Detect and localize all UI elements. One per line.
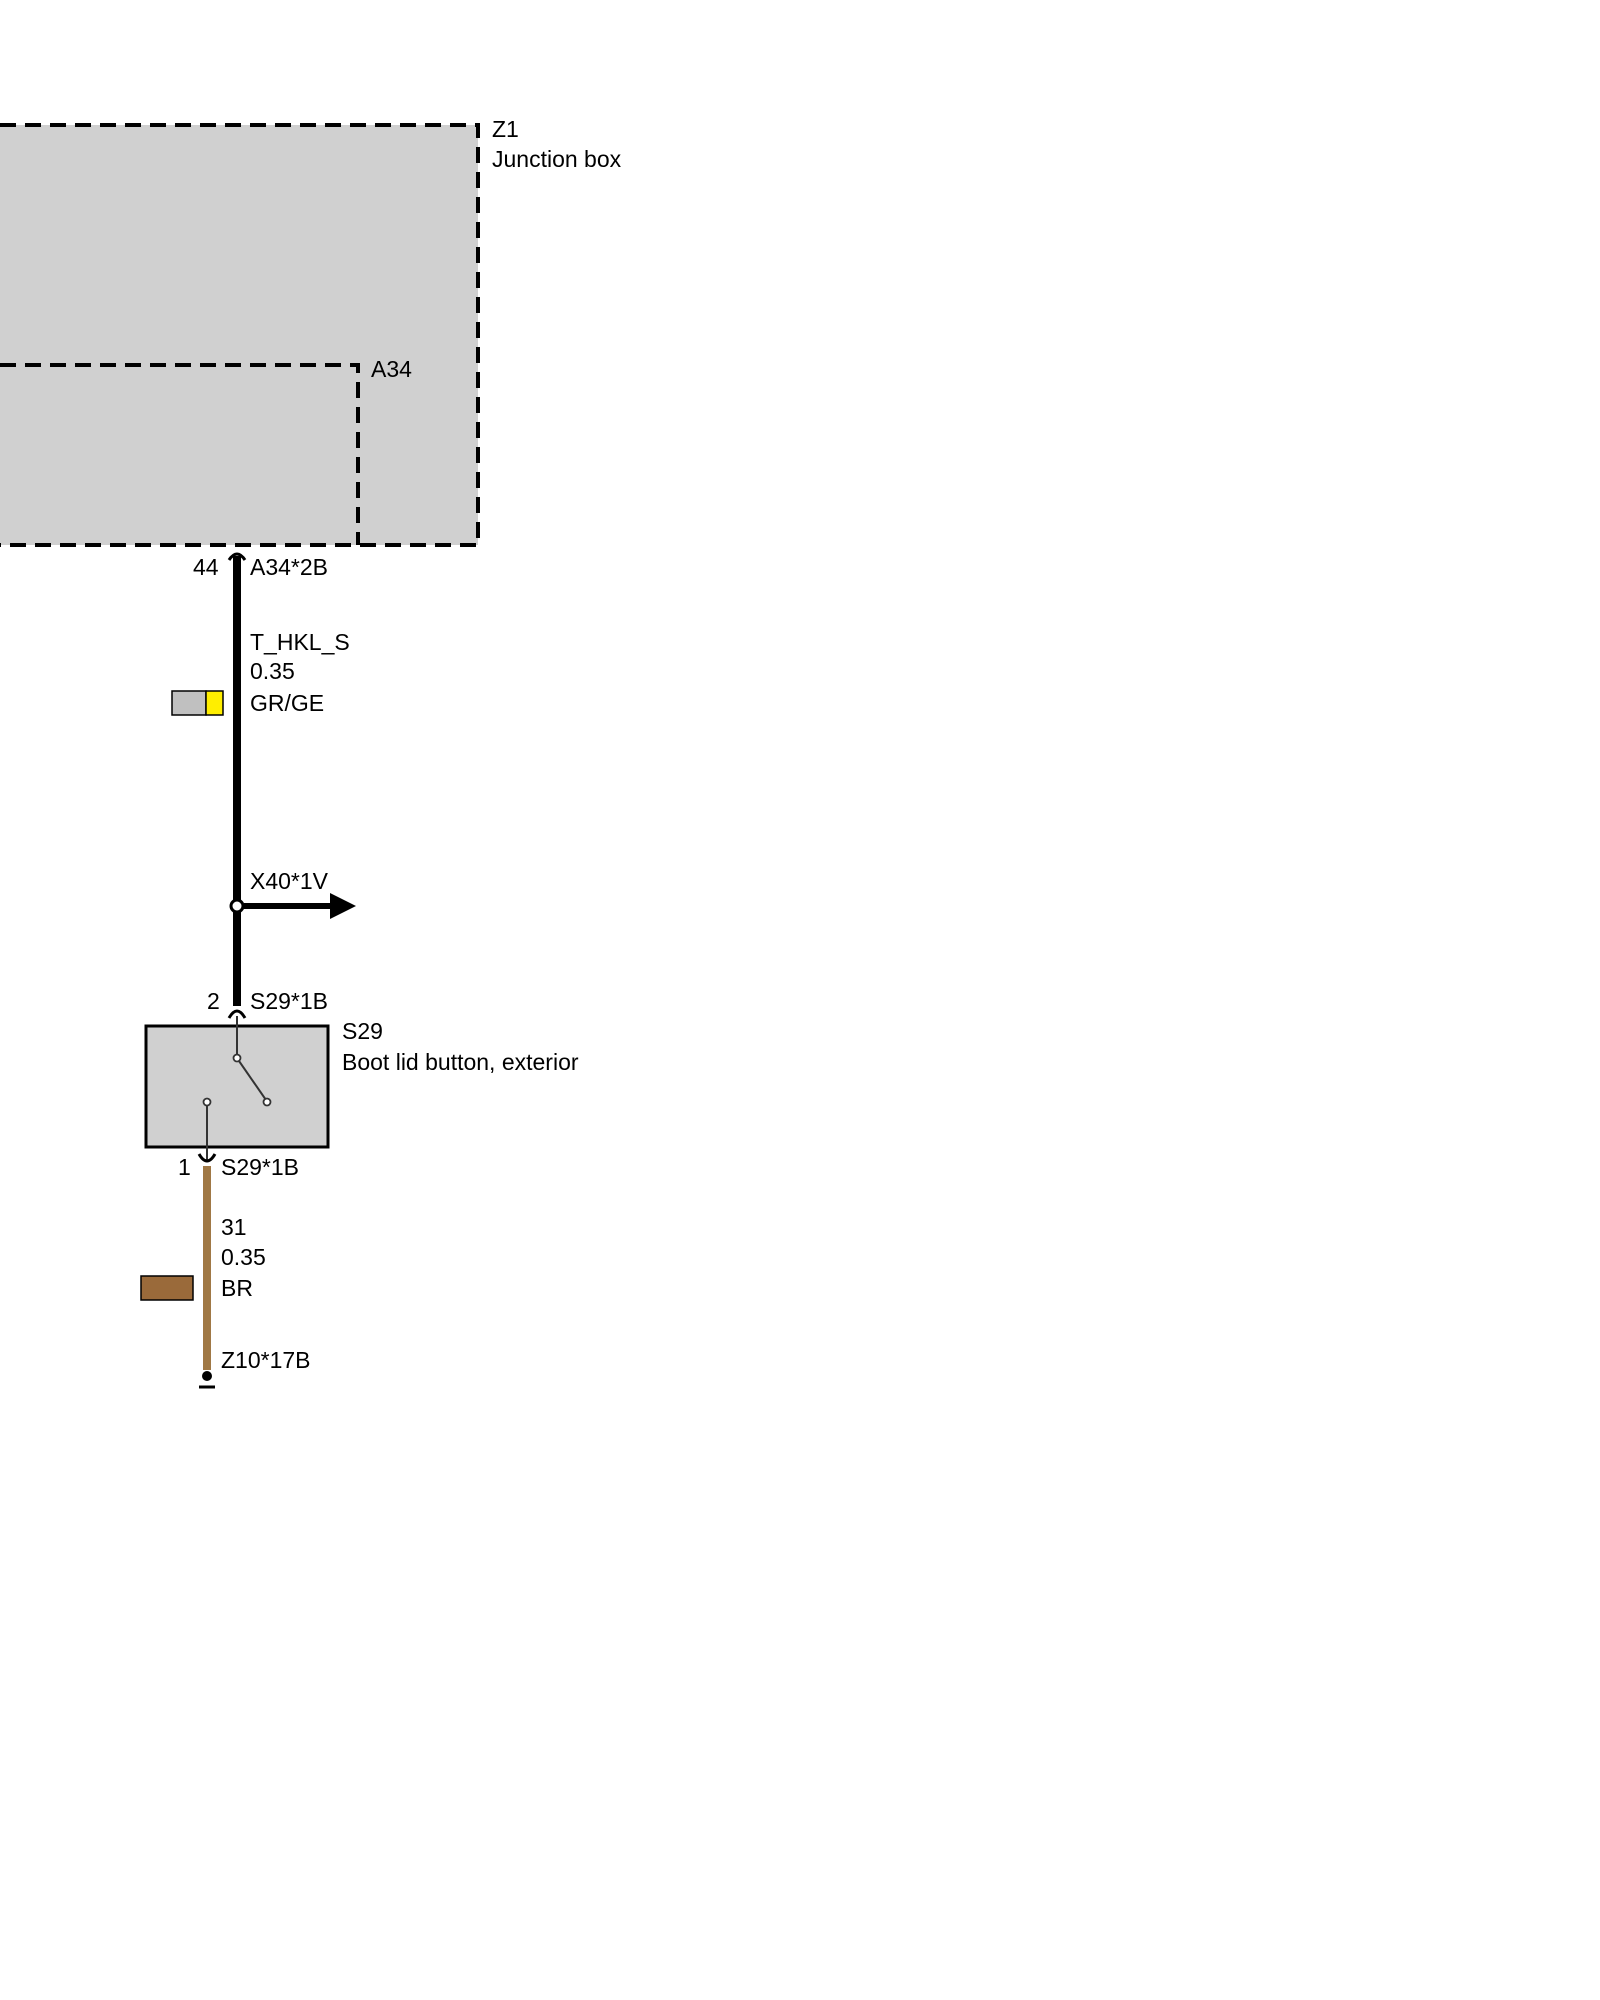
module-a34-id: A34 bbox=[371, 356, 412, 382]
branch-label: X40*1V bbox=[250, 868, 329, 894]
switch-contact-upper bbox=[232, 1053, 242, 1063]
wire-upper-cross-section: 0.35 bbox=[250, 658, 295, 684]
connector-a34-label: A34*2B bbox=[250, 554, 328, 580]
junction-box-z1 bbox=[0, 123, 480, 547]
connector-a34-pin: 44 bbox=[193, 554, 219, 580]
connector-s29-top-label: S29*1B bbox=[250, 988, 328, 1014]
connector-s29-bottom-symbol bbox=[197, 1153, 217, 1163]
wire-upper-signal: T_HKL_S bbox=[250, 629, 350, 655]
junction-box-name: Junction box bbox=[492, 146, 622, 172]
wire-lower-swatch-brown bbox=[140, 1275, 194, 1301]
connector-a34-symbol bbox=[227, 552, 247, 561]
branch-node bbox=[229, 898, 245, 914]
switch-lever bbox=[238, 1060, 267, 1101]
branch-arrow-head bbox=[330, 893, 356, 919]
module-a34 bbox=[0, 363, 360, 545]
wire-upper-swatch-grey bbox=[171, 690, 207, 716]
connector-s29-top-pin: 2 bbox=[207, 988, 220, 1014]
connector-s29-bottom-pin: 1 bbox=[178, 1154, 191, 1180]
switch-contact-lower bbox=[202, 1097, 212, 1107]
switch-s29-id: S29 bbox=[342, 1018, 383, 1044]
wire-upper-swatch-yellow bbox=[205, 690, 224, 716]
connector-s29-bottom-label: S29*1B bbox=[221, 1154, 299, 1180]
wire-lower-signal: 31 bbox=[221, 1214, 247, 1240]
wire-upper-color-code: GR/GE bbox=[250, 690, 324, 716]
switch-lever-end bbox=[262, 1097, 272, 1107]
ground-node bbox=[202, 1371, 212, 1381]
ground-label: Z10*17B bbox=[221, 1347, 311, 1373]
wire-lower-color-code: BR bbox=[221, 1275, 253, 1301]
junction-box-id: Z1 bbox=[492, 116, 519, 142]
wire-lower-cross-section: 0.35 bbox=[221, 1244, 266, 1270]
connector-s29-top-symbol bbox=[227, 1009, 247, 1019]
switch-s29-name: Boot lid button, exterior bbox=[342, 1049, 579, 1075]
